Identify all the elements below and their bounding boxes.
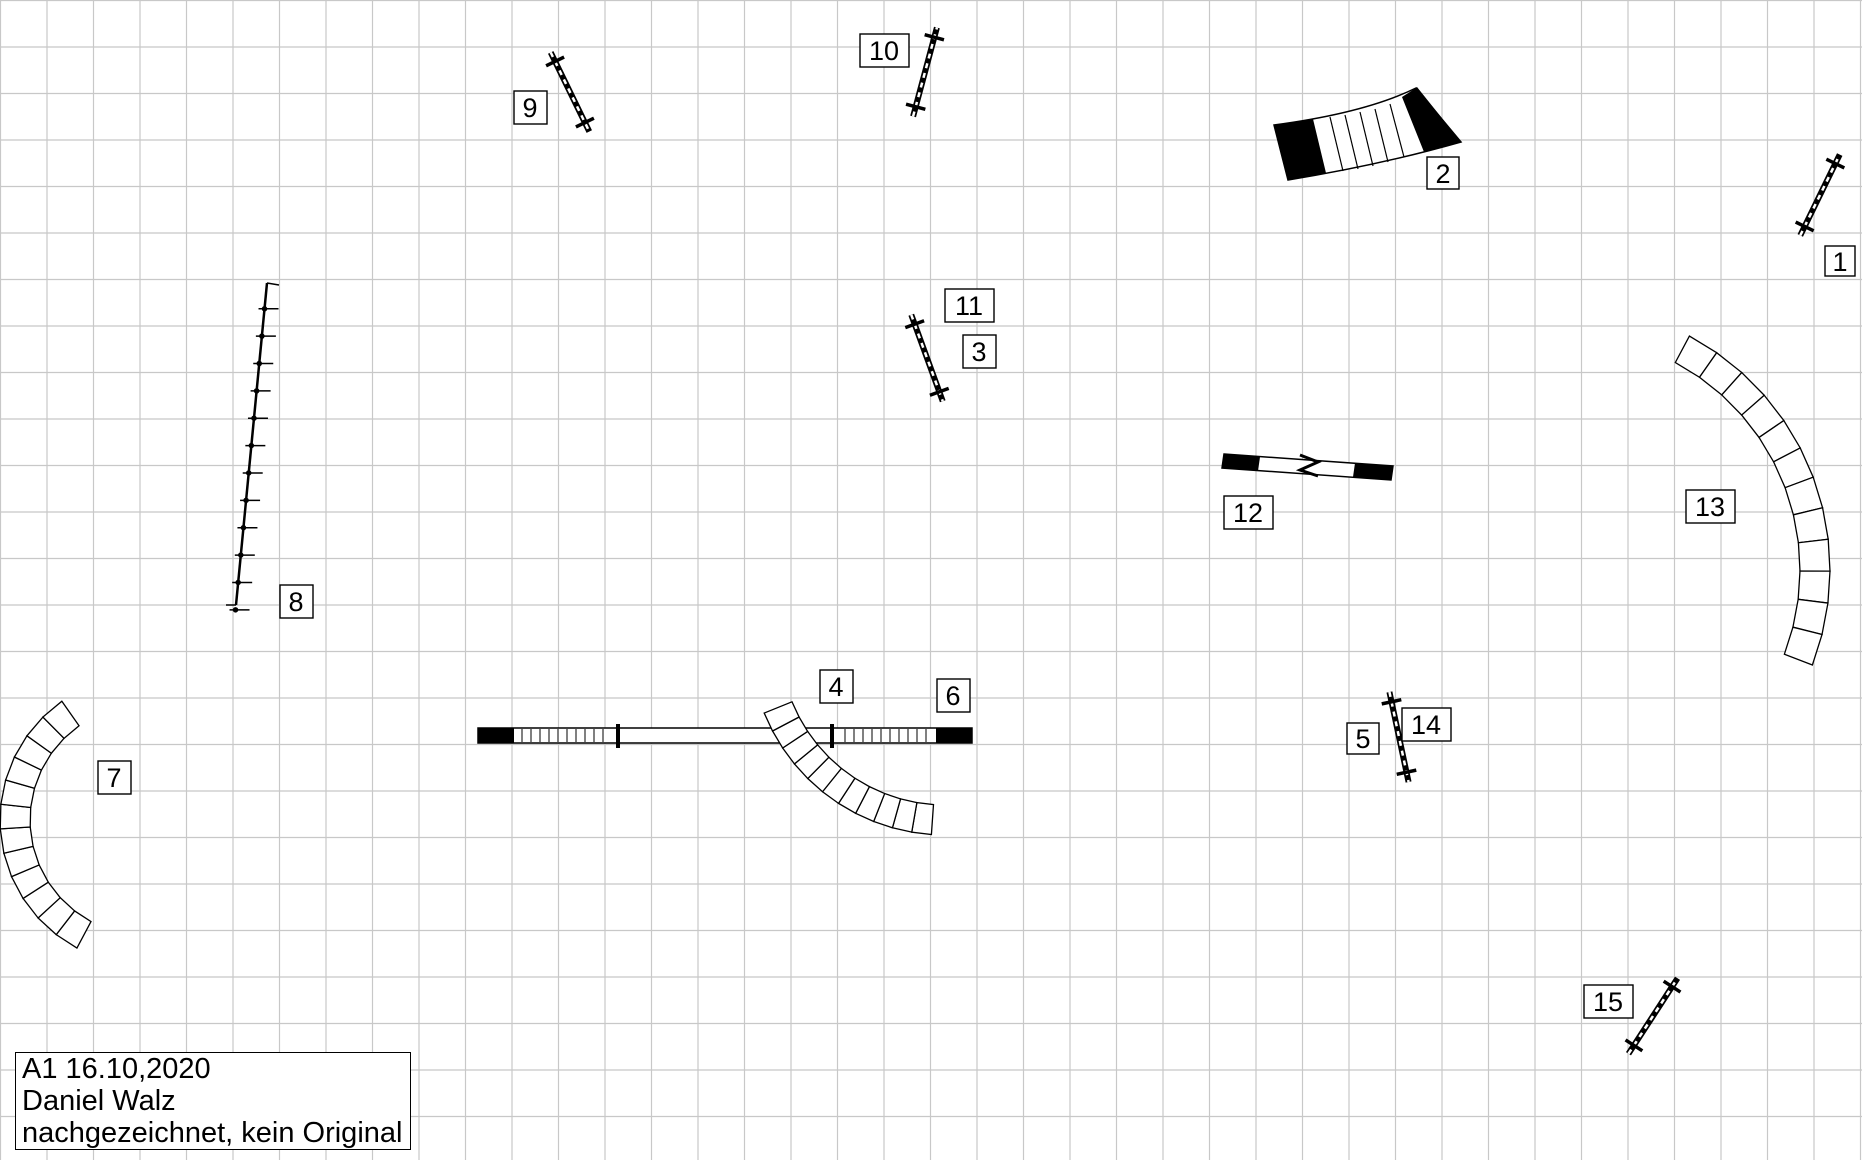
number-label-9: 9 — [513, 90, 548, 125]
number-label-15: 15 — [1583, 984, 1634, 1019]
svg-text:7: 7 — [106, 763, 121, 793]
svg-text:13: 13 — [1695, 492, 1725, 522]
svg-text:6: 6 — [945, 681, 960, 711]
number-label-10: 10 — [859, 33, 910, 68]
svg-text:8: 8 — [288, 587, 303, 617]
svg-text:5: 5 — [1355, 724, 1370, 754]
number-label-7: 7 — [97, 760, 132, 795]
hurdle-icon — [1794, 153, 1846, 237]
number-label-13: 13 — [1685, 489, 1736, 524]
long-jump-icon — [1221, 453, 1394, 481]
number-label-12: 12 — [1223, 495, 1274, 530]
svg-text:14: 14 — [1411, 710, 1441, 740]
course-title: A1 16.10,2020 — [22, 1053, 211, 1085]
curved-tunnel-icon — [1674, 335, 1831, 666]
hurdle-icon — [904, 313, 950, 403]
curved-tunnel-icon — [0, 700, 92, 949]
svg-text:4: 4 — [828, 672, 843, 702]
svg-text:10: 10 — [869, 36, 899, 66]
svg-text:9: 9 — [522, 93, 537, 123]
hurdle-icon — [905, 26, 945, 118]
hurdle-icon — [1381, 691, 1417, 783]
number-label-2: 2 — [1426, 156, 1460, 190]
svg-text:1: 1 — [1832, 247, 1847, 277]
hurdle-icon — [1624, 976, 1682, 1056]
number-label-8: 8 — [279, 584, 314, 619]
judge-name: Daniel Walz — [22, 1085, 176, 1117]
number-label-1: 1 — [1824, 245, 1856, 277]
number-label-5: 5 — [1346, 722, 1380, 755]
number-label-14: 14 — [1401, 707, 1452, 742]
number-label-6: 6 — [936, 678, 971, 713]
course-note: nachgezeichnet, kein Original — [22, 1117, 403, 1149]
tyre-icon — [1273, 87, 1463, 181]
number-label-11: 11 — [944, 288, 995, 323]
dog-walk-icon — [477, 724, 973, 748]
svg-text:12: 12 — [1233, 498, 1263, 528]
hurdle-icon — [545, 51, 595, 133]
svg-text:15: 15 — [1593, 987, 1623, 1017]
number-label-4: 4 — [819, 669, 854, 704]
weave-poles-icon — [226, 282, 280, 613]
svg-text:11: 11 — [955, 291, 983, 321]
svg-text:3: 3 — [971, 337, 986, 367]
svg-text:2: 2 — [1435, 159, 1450, 189]
course-info-box: A1 16.10,2020 Daniel Walz nachgezeichnet… — [15, 1052, 411, 1150]
curved-tunnel-icon — [763, 700, 935, 836]
number-label-3: 3 — [962, 334, 997, 369]
